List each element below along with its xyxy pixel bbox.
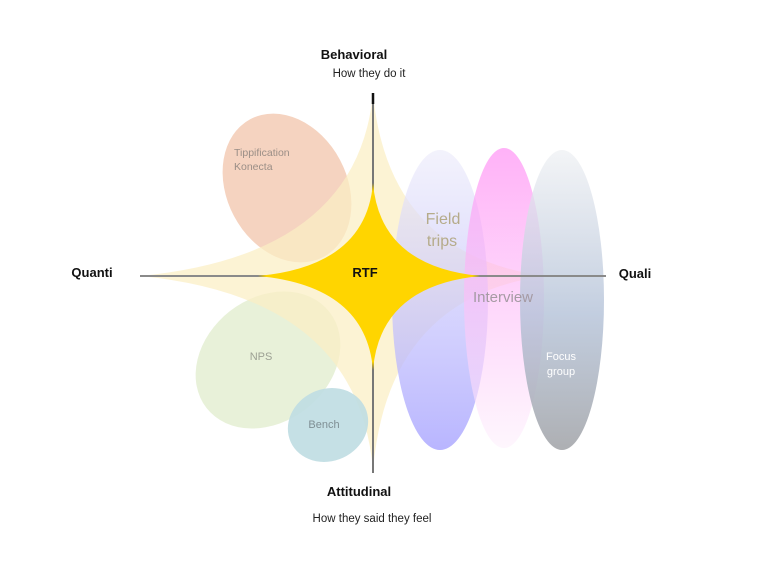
axis-subtitle-behavioral: How they do it	[333, 68, 407, 80]
center-label-rtf: RTF	[352, 265, 377, 280]
axis-title-quanti: Quanti	[71, 265, 112, 280]
bench-label: Bench	[308, 419, 339, 431]
nps-label: NPS	[250, 351, 273, 363]
axis-title-behavioral: Behavioral	[321, 47, 387, 62]
focus-group-label-line1: Focus	[546, 351, 576, 363]
field-trips-label-line2: trips	[427, 233, 457, 250]
bench-blob	[287, 388, 369, 462]
interview-label: Interview	[473, 289, 533, 306]
field-trips-label-line1: Field	[426, 211, 461, 228]
rtf-star-shape	[258, 183, 480, 370]
tippification-label-line2: Konecta	[234, 161, 273, 173]
field-trips-blob	[392, 150, 488, 450]
axis-subtitle-attitudinal: How they said they feel	[313, 513, 432, 525]
interview-blob	[464, 148, 544, 448]
focus-group-blob	[520, 150, 604, 450]
axis-title-attitudinal: Attitudinal	[327, 484, 391, 499]
axis-title-quali: Quali	[619, 266, 652, 281]
focus-group-label-line2: group	[547, 366, 575, 378]
tippification-label-line1: Tippification	[234, 147, 290, 159]
